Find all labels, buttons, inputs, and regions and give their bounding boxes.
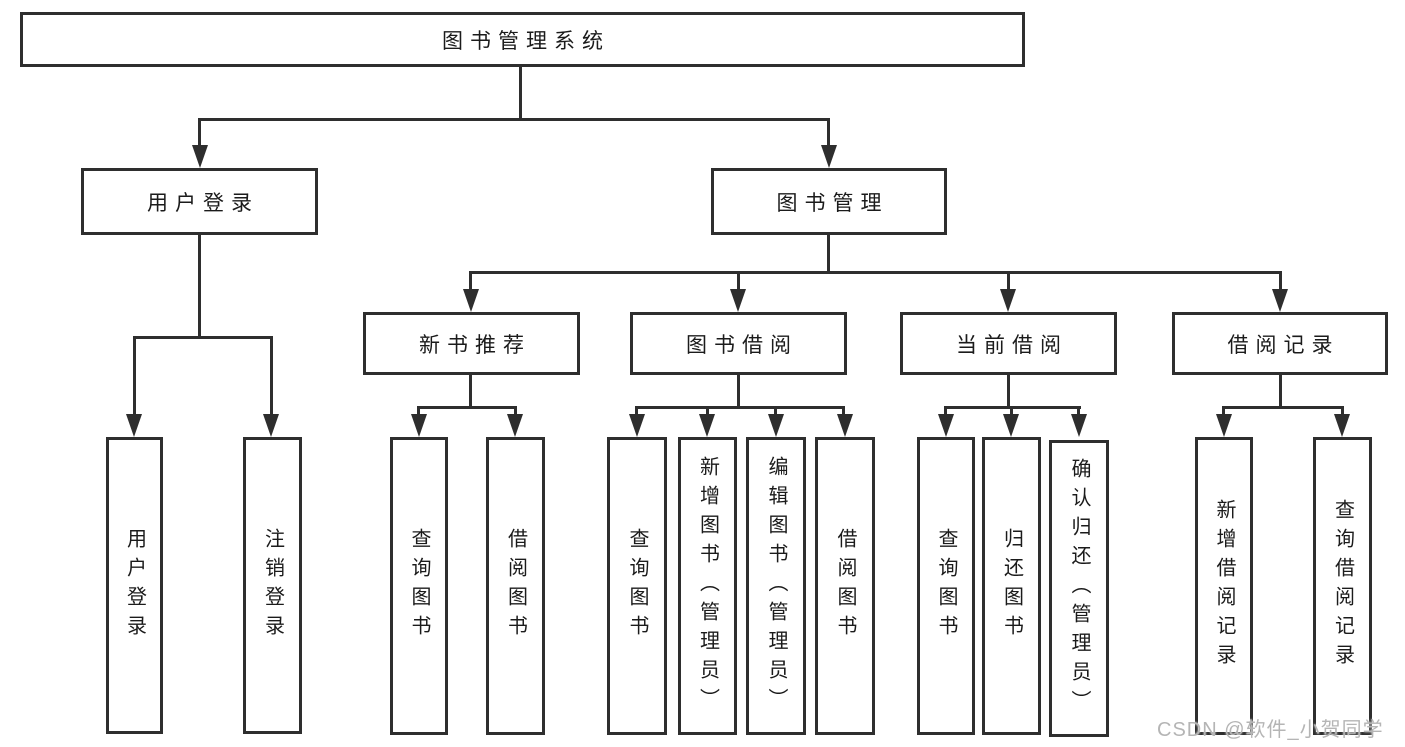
connector-nbr-stem bbox=[469, 375, 472, 408]
connector-user-login-drop bbox=[198, 118, 201, 150]
node-new-book-recommend: 新书推荐 bbox=[363, 312, 580, 375]
connector-nbr-rail bbox=[417, 406, 517, 409]
arrow-down-icon bbox=[1216, 414, 1232, 437]
arrow-down-icon bbox=[1000, 289, 1016, 312]
node-borrow-record: 借阅记录 bbox=[1172, 312, 1388, 375]
leaf-query-book: 查询图书 bbox=[917, 437, 975, 735]
leaf-logout: 注销登录 bbox=[243, 437, 302, 734]
arrow-down-icon bbox=[1071, 414, 1087, 437]
leaf-add-book-admin: 新增图书（管理员） bbox=[678, 437, 737, 735]
leaf-query-book: 查询图书 bbox=[390, 437, 448, 735]
leaf-edit-book-admin: 编辑图书（管理员） bbox=[746, 437, 806, 735]
arrow-down-icon bbox=[126, 414, 142, 437]
connector-l3-drop bbox=[1007, 271, 1010, 291]
leaf-query-borrow-record: 查询借阅记录 bbox=[1313, 437, 1372, 735]
arrow-down-icon bbox=[821, 145, 837, 168]
arrow-down-icon bbox=[730, 289, 746, 312]
connector-l3-drop bbox=[1279, 271, 1282, 291]
connector-bb-rail bbox=[635, 406, 845, 409]
connector-root-stem bbox=[519, 67, 522, 120]
leaf-confirm-return-admin: 确认归还（管理员） bbox=[1049, 440, 1109, 737]
node-book-management: 图书管理 bbox=[711, 168, 947, 235]
arrow-down-icon bbox=[192, 145, 208, 168]
leaf-borrow-book: 借阅图书 bbox=[815, 437, 875, 735]
arrow-down-icon bbox=[463, 289, 479, 312]
arrow-down-icon bbox=[699, 414, 715, 437]
connector-level3-rail bbox=[469, 271, 1282, 274]
connector-leaf-drop bbox=[1341, 406, 1344, 416]
arrow-down-icon bbox=[507, 414, 523, 437]
csdn-watermark: CSDN @软件_小贺同学 bbox=[1157, 719, 1384, 741]
arrow-down-icon bbox=[837, 414, 853, 437]
node-user-login: 用户登录 bbox=[81, 168, 318, 235]
connector-leaf-drop bbox=[133, 336, 136, 414]
leaf-borrow-book: 借阅图书 bbox=[486, 437, 545, 735]
connector-l3-drop bbox=[737, 271, 740, 291]
connector-book-mgmt-drop bbox=[827, 118, 830, 150]
arrow-down-icon bbox=[1334, 414, 1350, 437]
connector-leaf-drop bbox=[1010, 406, 1013, 416]
arrow-down-icon bbox=[1003, 414, 1019, 437]
connector-leaf-drop bbox=[774, 406, 777, 416]
connector-book-mgmt-stem bbox=[827, 235, 830, 274]
leaf-return-book: 归还图书 bbox=[982, 437, 1041, 735]
arrow-down-icon bbox=[263, 414, 279, 437]
arrow-down-icon bbox=[411, 414, 427, 437]
connector-leaf-drop bbox=[635, 406, 638, 416]
connector-leaf-drop bbox=[944, 406, 947, 416]
arrow-down-icon bbox=[1272, 289, 1288, 312]
connector-leaf-drop bbox=[1222, 406, 1225, 416]
connector-leaf-drop bbox=[706, 406, 709, 416]
connector-leaf-drop bbox=[842, 406, 845, 416]
arrow-down-icon bbox=[768, 414, 784, 437]
connector-cb-stem bbox=[1007, 375, 1010, 408]
connector-login-group-rail bbox=[133, 336, 273, 339]
connector-l3-drop bbox=[469, 271, 472, 291]
connector-leaf-drop bbox=[514, 406, 517, 416]
arrow-down-icon bbox=[938, 414, 954, 437]
connector-br-rail bbox=[1222, 406, 1344, 409]
connector-br-stem bbox=[1279, 375, 1282, 408]
node-book-borrow: 图书借阅 bbox=[630, 312, 847, 375]
connector-user-login-stem bbox=[198, 235, 201, 336]
connector-leaf-drop bbox=[417, 406, 420, 416]
connector-level2-rail bbox=[198, 118, 830, 121]
node-root: 图书管理系统 bbox=[20, 12, 1025, 67]
connector-bb-stem bbox=[737, 375, 740, 408]
leaf-query-book: 查询图书 bbox=[607, 437, 667, 735]
connector-leaf-drop bbox=[270, 336, 273, 414]
arrow-down-icon bbox=[629, 414, 645, 437]
connector-leaf-drop bbox=[1077, 406, 1080, 416]
leaf-add-borrow-record: 新增借阅记录 bbox=[1195, 437, 1253, 735]
node-current-borrow: 当前借阅 bbox=[900, 312, 1117, 375]
leaf-user-login: 用户登录 bbox=[106, 437, 163, 734]
